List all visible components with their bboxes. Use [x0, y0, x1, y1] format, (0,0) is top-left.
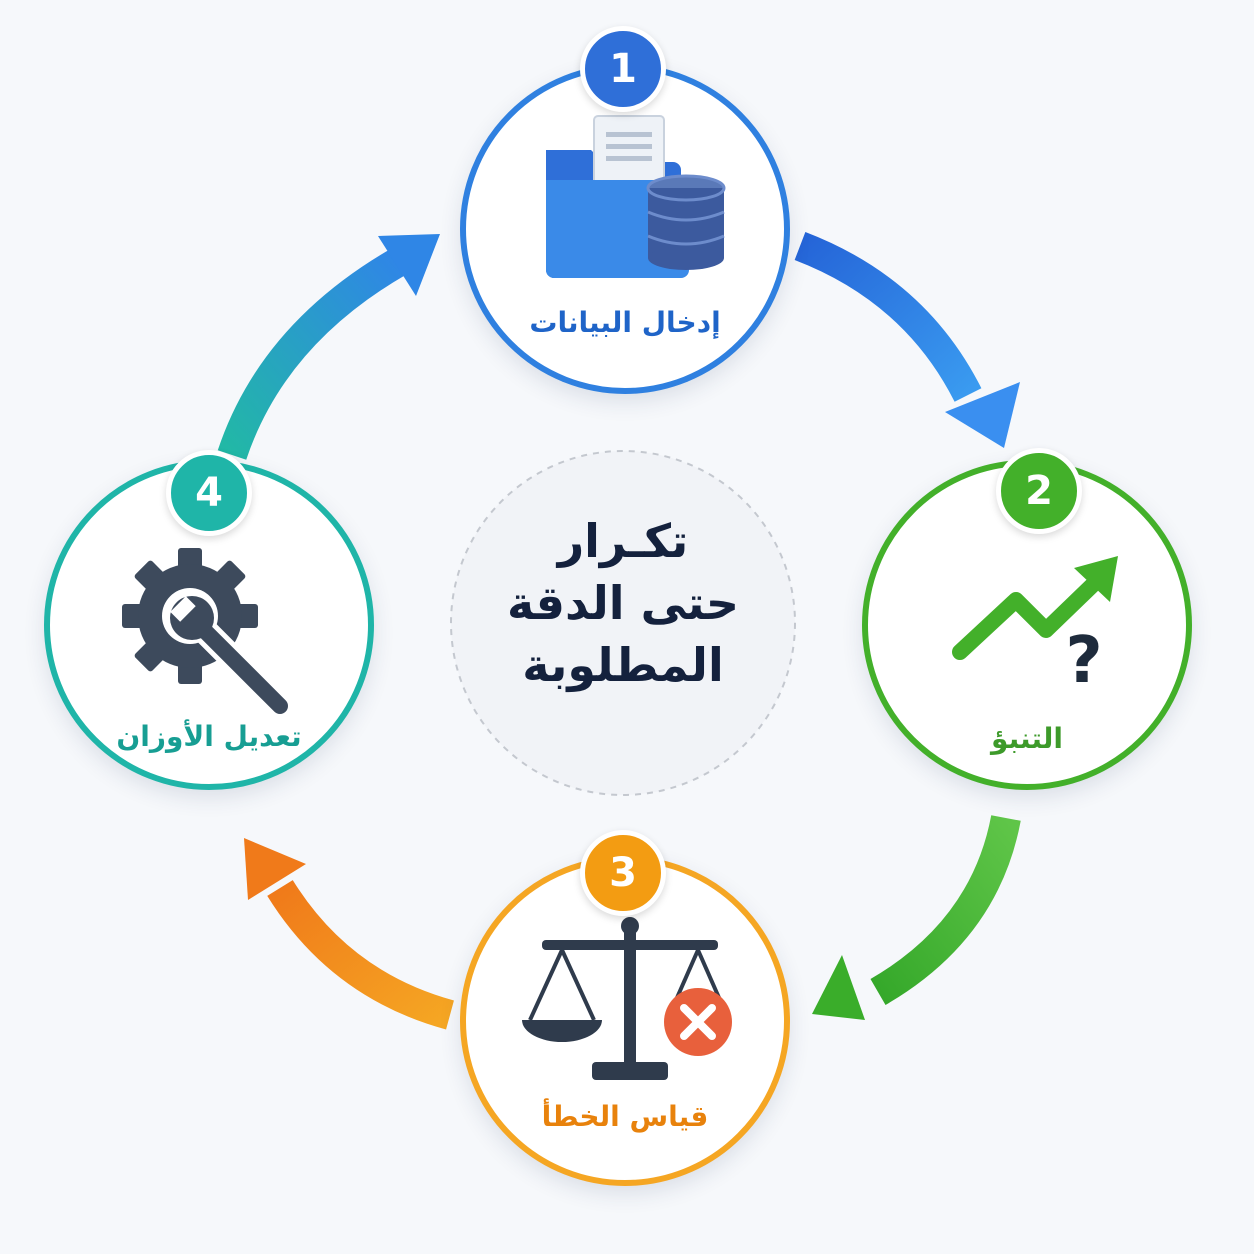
arrow-2-to-3-head	[812, 955, 865, 1020]
arrow-4-to-1-head	[378, 234, 440, 296]
step-2-badge: 2	[996, 448, 1082, 534]
scale-error-icon	[522, 917, 732, 1080]
center-title-line-2: حتى الدقة	[506, 576, 740, 630]
step-1-node: إدخال البيانات	[460, 64, 790, 394]
step-1-label: إدخال البيانات	[529, 306, 721, 339]
step-3-label: قياس الخطأ	[541, 1100, 709, 1133]
arrow-3-to-4	[267, 880, 455, 1030]
step-1-badge: 1	[580, 26, 666, 112]
step-3-badge: 3	[580, 830, 666, 916]
center-dashed-circle	[450, 450, 796, 796]
trend-question-icon: ?	[952, 556, 1118, 698]
step-4-label: تعديل الأوزان	[116, 720, 302, 753]
arrow-1-to-2-head	[945, 382, 1020, 448]
gear-wrench-icon	[122, 548, 293, 719]
arrow-2-to-3	[870, 815, 1021, 1005]
arrow-4-to-1	[217, 249, 406, 460]
center-title: تكـرار حتى الدقة المطلوبة	[450, 510, 796, 696]
center-title-line-1: تكـرار	[557, 514, 689, 568]
step-2-label: التنبؤ	[991, 722, 1063, 755]
folder-database-icon	[546, 115, 726, 278]
arrow-1-to-2	[794, 231, 982, 402]
center-title-line-3: المطلوبة	[522, 638, 724, 692]
svg-text:?: ?	[1065, 624, 1102, 698]
step-4-badge: 4	[166, 450, 252, 536]
arrow-3-to-4-head	[244, 838, 306, 900]
